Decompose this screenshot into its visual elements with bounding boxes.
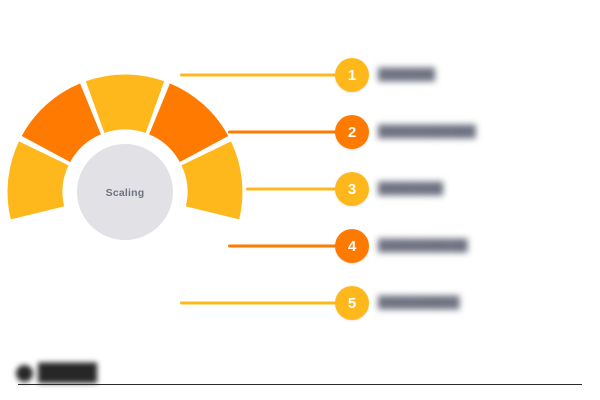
donut-chart-svg: Scaling: [6, 73, 244, 240]
step-badge-1[interactable]: 1: [335, 58, 369, 92]
donut-segment-group: [6, 73, 244, 221]
donut-segment-1[interactable]: [6, 140, 70, 221]
footer-logo: █████: [16, 363, 97, 383]
logo-wordmark: █████: [38, 363, 97, 382]
legend-row-1[interactable]: 1 ███████: [180, 52, 590, 98]
legend-row-4[interactable]: 4 ███████████: [180, 223, 590, 269]
legend-row-3[interactable]: 3 ████████: [180, 166, 590, 212]
footer-divider: [18, 384, 582, 385]
connector-line-1: [180, 73, 346, 77]
step-label-3: ████████: [378, 183, 444, 195]
donut-chart: Scaling: [6, 48, 280, 340]
donut-segment-3[interactable]: [84, 73, 166, 135]
legend-list: 1 ███████ 2 ████████████ 3 ████████ 4 █████████…: [180, 52, 590, 338]
connector-line-2: [228, 130, 346, 134]
legend-row-5[interactable]: 5 ██████████: [180, 280, 590, 326]
donut-center-label: Scaling: [106, 187, 145, 199]
step-badge-3[interactable]: 3: [335, 172, 369, 206]
donut-segment-2[interactable]: [20, 82, 103, 164]
logo-mark-icon: [16, 364, 33, 382]
step-label-5: ██████████: [378, 297, 460, 309]
donut-segment-4[interactable]: [147, 82, 230, 164]
donut-segment-5[interactable]: [180, 140, 244, 221]
connector-line-3: [246, 187, 346, 191]
donut-center-disc: [77, 144, 173, 240]
step-badge-2[interactable]: 2: [335, 115, 369, 149]
connector-line-4: [228, 244, 346, 248]
legend-row-2[interactable]: 2 ████████████: [180, 109, 590, 155]
connector-line-5: [180, 301, 346, 305]
step-label-4: ███████████: [378, 240, 468, 252]
step-label-1: ███████: [378, 69, 436, 81]
step-label-2: ████████████: [378, 126, 476, 138]
step-badge-5[interactable]: 5: [335, 286, 369, 320]
step-badge-4[interactable]: 4: [335, 229, 369, 263]
